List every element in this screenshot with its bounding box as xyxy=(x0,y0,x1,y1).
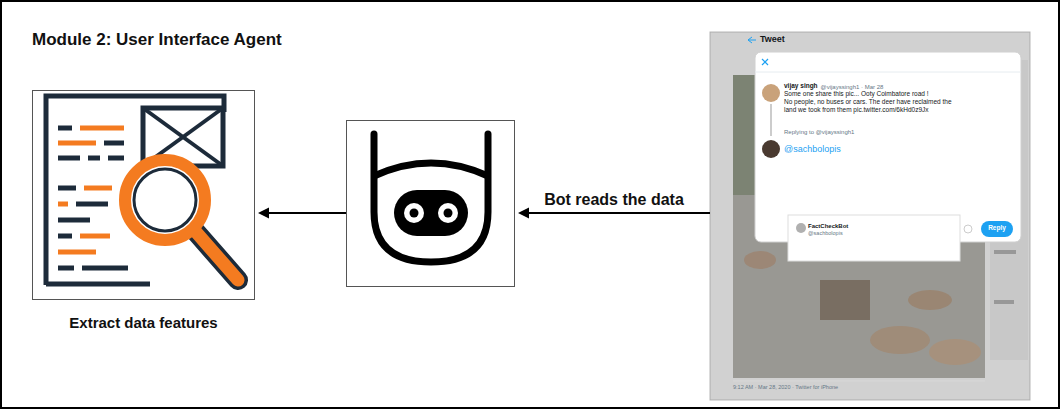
tweet-text: Some one share this pic... Ooty Coimbato… xyxy=(784,90,929,98)
reply-dialog xyxy=(755,52,1021,242)
screen-ground xyxy=(710,32,1030,400)
reply-draft: @sachbolopis xyxy=(784,144,841,155)
robot-box xyxy=(346,120,515,287)
magnifier-handle xyxy=(196,232,238,280)
robot-head xyxy=(374,134,488,262)
dash xyxy=(58,126,72,131)
user-name: vijay singh xyxy=(784,82,818,90)
dash xyxy=(58,141,96,146)
dialog-divider xyxy=(755,72,1021,73)
suggestion-handle: @sachbolopis xyxy=(808,230,843,237)
module-title: Module 2: User Interface Agent xyxy=(32,30,282,50)
button-label: Reply xyxy=(981,224,1013,232)
dash xyxy=(82,266,128,271)
dash xyxy=(108,156,124,161)
popup-avatar xyxy=(796,223,806,233)
back-arrow xyxy=(748,37,756,43)
mention-popup xyxy=(788,215,960,261)
suggestion-name: FactCheckBot xyxy=(808,222,848,230)
extract-icon xyxy=(46,96,238,285)
flow-arrow xyxy=(258,208,346,219)
dash xyxy=(58,266,74,271)
text-dashes xyxy=(58,128,128,268)
dash xyxy=(84,186,112,191)
tweet-screenshot xyxy=(710,32,1030,400)
dash xyxy=(58,202,68,207)
robot-eye xyxy=(438,203,458,223)
page-header: Tweet xyxy=(760,34,785,45)
robot-face xyxy=(394,190,468,236)
tweet-text: No people, no buses or cars. The deer ha… xyxy=(784,98,962,114)
magnifier-handle xyxy=(196,232,238,280)
robot-icon xyxy=(374,134,488,262)
dash xyxy=(88,156,100,161)
dash xyxy=(80,234,110,239)
flow-arrow xyxy=(518,208,710,219)
magnifier-ring xyxy=(125,160,205,240)
close-icon xyxy=(762,59,768,65)
dash xyxy=(76,202,108,207)
dash xyxy=(58,250,96,255)
page-bottom xyxy=(46,282,150,287)
dash xyxy=(58,218,90,223)
thread-line xyxy=(770,104,772,136)
user-handle: @vijayssingh1 · Mar 28 xyxy=(821,83,884,91)
arrow-line xyxy=(527,212,710,214)
bot-avatar xyxy=(762,140,780,158)
dash xyxy=(80,126,124,131)
robot-eye xyxy=(404,203,424,223)
magnifier-lens xyxy=(134,169,196,231)
edge-label: Bot reads the data xyxy=(542,191,686,209)
arrow-line xyxy=(267,212,346,214)
close-icon xyxy=(762,59,768,65)
modal-backdrop xyxy=(710,32,1030,400)
tweet-divider xyxy=(733,381,985,382)
dash xyxy=(58,234,72,239)
reply-context: Replying to @vijayssingh1 xyxy=(784,128,854,136)
dash xyxy=(58,156,80,161)
dash xyxy=(104,141,124,146)
tweet-timestamp: 9:12 AM · Mar 28, 2020 · Twitter for iPh… xyxy=(733,384,838,391)
page-outline xyxy=(46,96,224,285)
arrow-head xyxy=(518,208,529,219)
node-caption: Extract data features xyxy=(69,314,217,332)
arrow-head xyxy=(258,208,269,219)
char-counter xyxy=(964,225,972,233)
illustration-box: Extract data features xyxy=(32,90,255,300)
robot-pupil xyxy=(410,209,419,218)
dash xyxy=(58,186,76,191)
screenshot-box: Tweet vijay singh@vijayssingh1 · Mar 28So… xyxy=(710,32,1030,400)
user-avatar xyxy=(762,84,780,102)
robot-pupil xyxy=(444,209,453,218)
robot-brow xyxy=(374,163,488,176)
reply-button xyxy=(981,221,1013,237)
